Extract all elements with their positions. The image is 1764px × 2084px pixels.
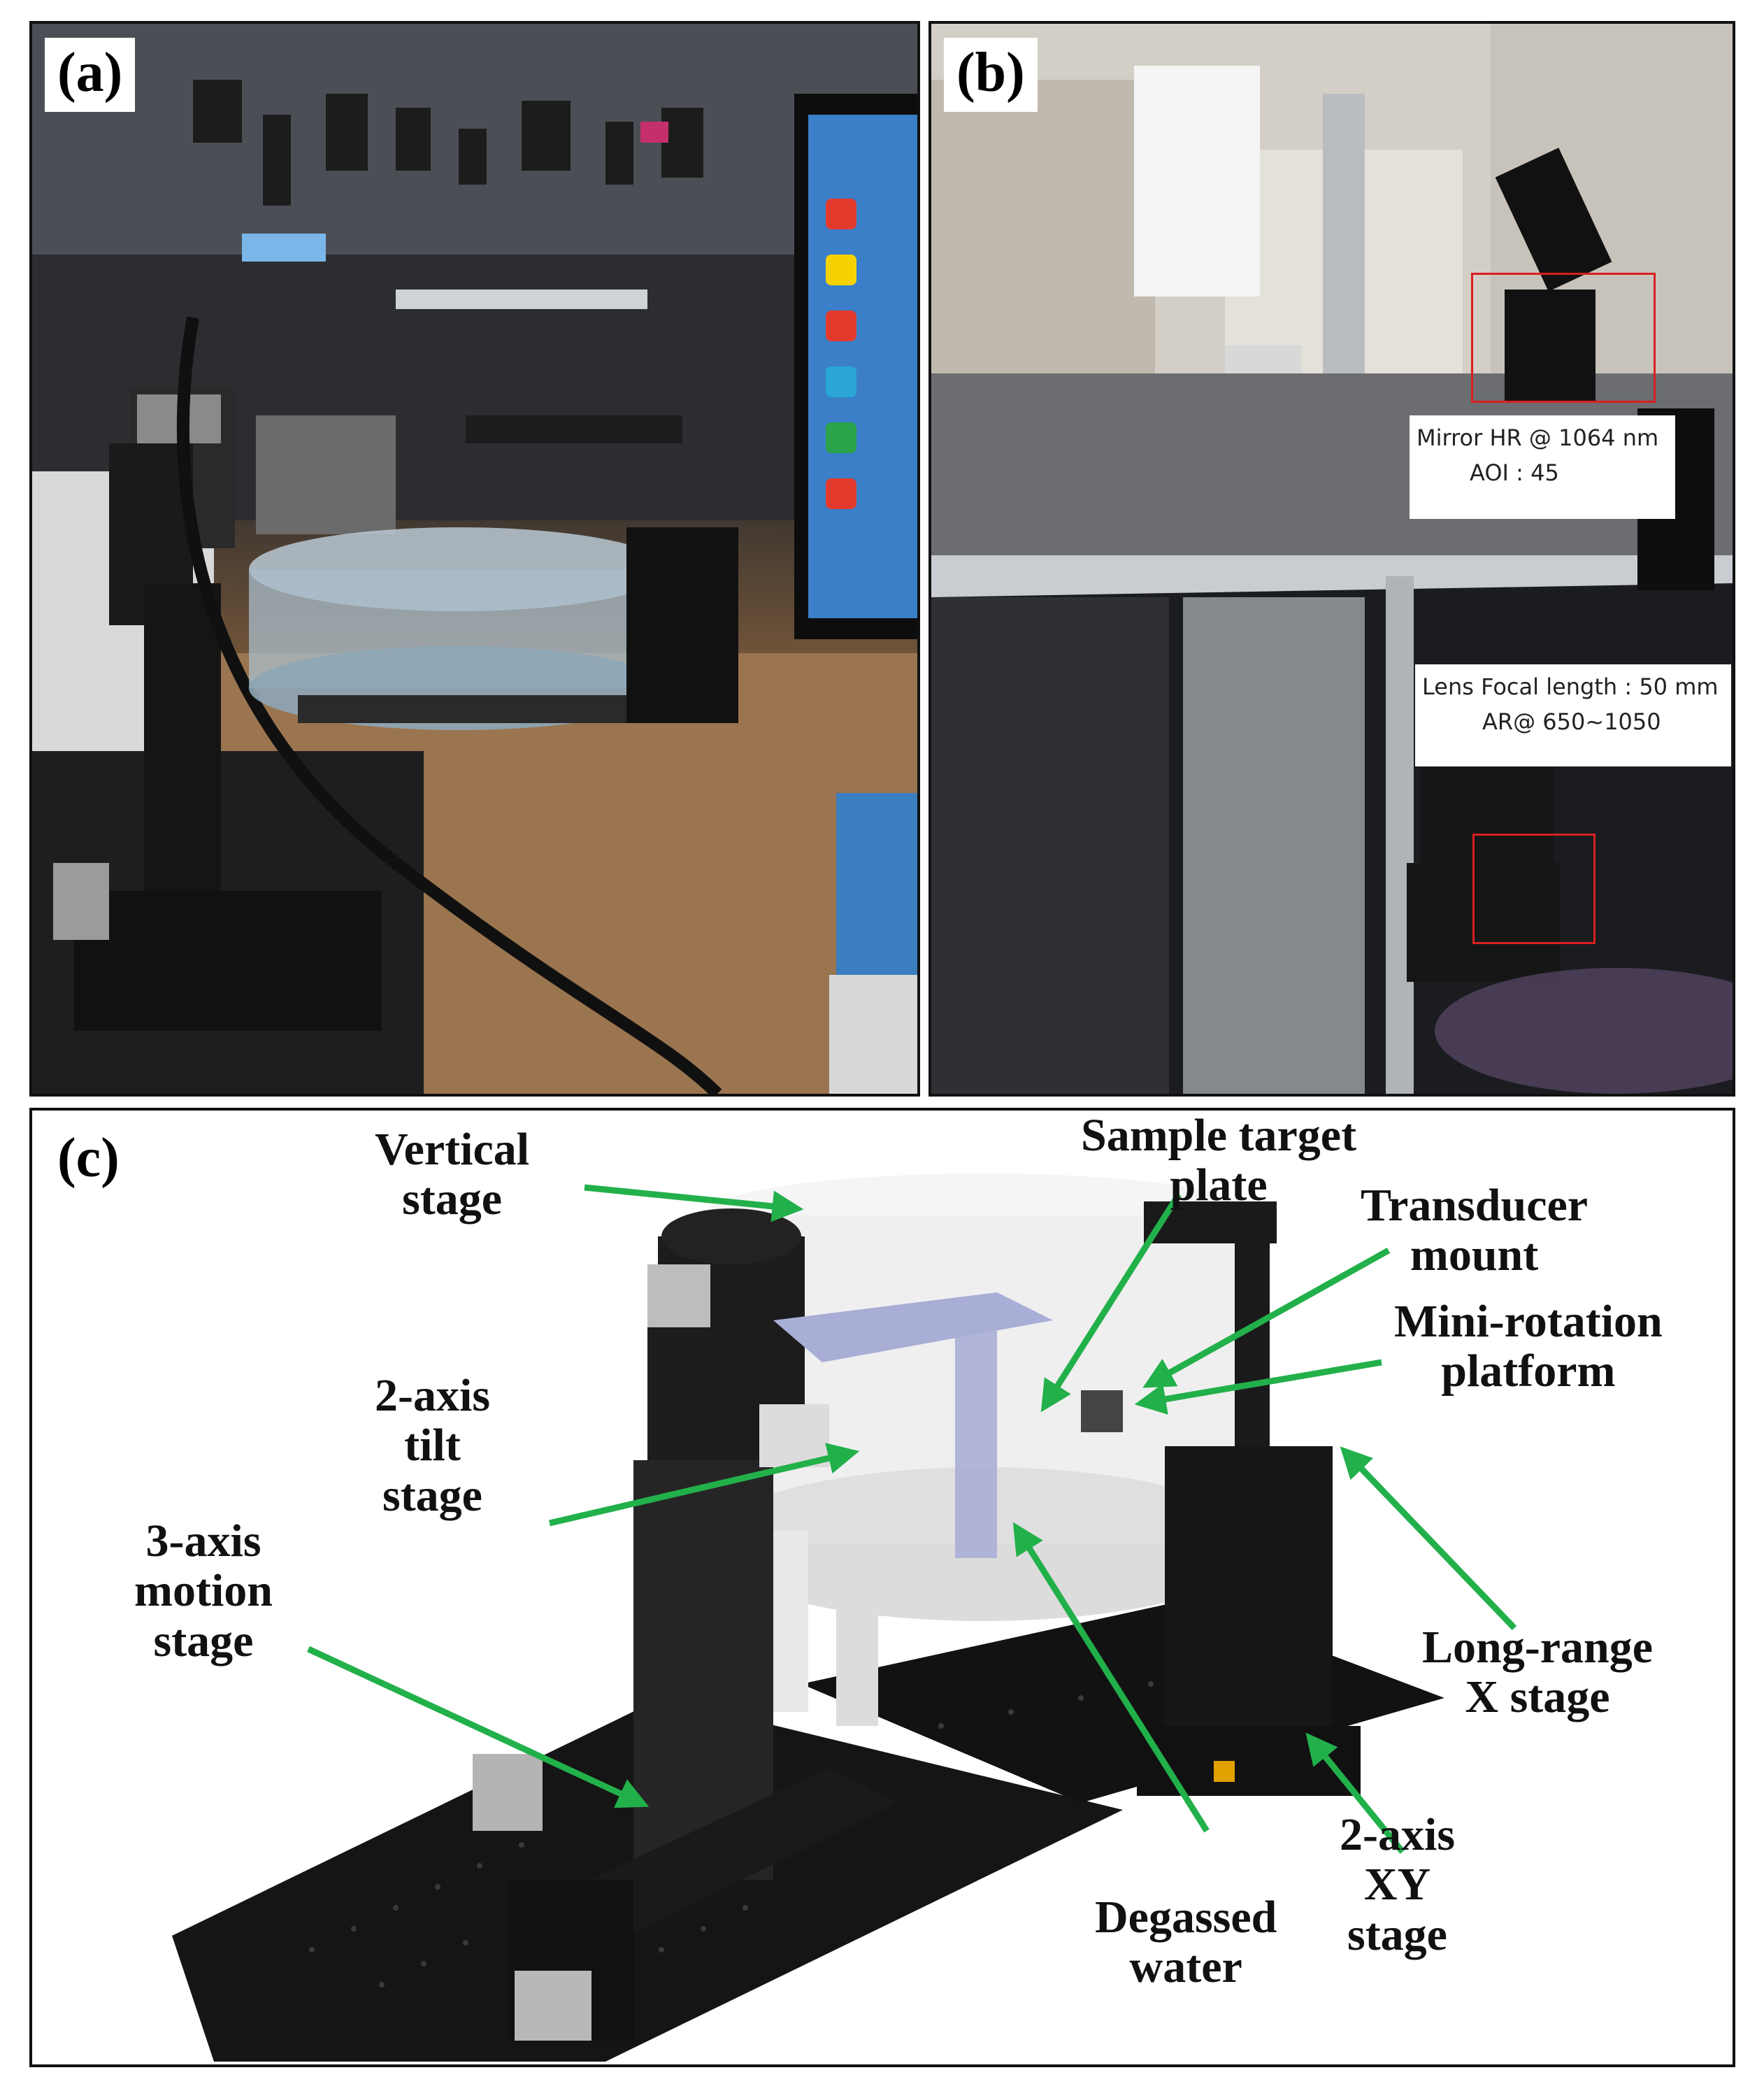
label-vertical-stage: Vertical stage xyxy=(375,1124,530,1225)
window xyxy=(931,80,1155,373)
transducer-frame xyxy=(1144,1201,1277,1243)
support-post-2 xyxy=(836,1544,878,1726)
panel-b-letter: (b) xyxy=(944,38,1038,112)
label-3-axis-motion-stage: 3-axis motion stage xyxy=(134,1515,273,1667)
mirror-callout-line1: Mirror HR @ 1064 nm xyxy=(1417,424,1659,451)
lens-callout-line1: Lens Focal length : 50 mm xyxy=(1422,673,1719,700)
panel-a-letter: (a) xyxy=(45,38,136,112)
motion-stage-base xyxy=(74,891,382,1031)
mirror-callout-line2: AOI : 45 xyxy=(1470,459,1559,486)
water-tank-rim xyxy=(703,1173,1263,1257)
arrow-xy-stage xyxy=(1305,1732,1405,1854)
breadboard-holes xyxy=(309,1667,1293,1987)
desktop-icons xyxy=(826,199,856,509)
arrow-mini-rotation-platform xyxy=(1134,1359,1382,1415)
label-long-range-x-stage: Long-range X stage xyxy=(1422,1622,1653,1723)
label-2-axis-tilt-stage: 2-axis tilt stage xyxy=(375,1370,490,1521)
arrow-motion-stage xyxy=(307,1646,650,1808)
panel-b-photo-illustration xyxy=(931,24,1733,1094)
optical-mounts xyxy=(193,80,703,206)
xy-stage xyxy=(626,527,738,723)
blue-controller xyxy=(242,234,326,262)
lens-callout-line2: AR@ 650~1050 xyxy=(1482,708,1661,735)
arrow-degassed-water xyxy=(1012,1522,1210,1833)
panel-c-schematic: (c) Vertical stage Sample target plate T… xyxy=(29,1108,1735,2067)
transducer-arm-top xyxy=(773,1292,1053,1362)
label-transducer-mount: Transducer mount xyxy=(1361,1180,1589,1281)
magenta-component xyxy=(640,122,668,143)
long-range-x-stage xyxy=(1165,1446,1333,1768)
support-post xyxy=(1386,576,1414,1094)
panel-a-photo: (a) xyxy=(29,21,920,1097)
aluminium-rail xyxy=(396,290,647,309)
panel-a-photo-illustration xyxy=(32,24,917,1094)
sample-block xyxy=(1225,345,1302,373)
mirror-highlight-box xyxy=(1471,273,1656,403)
tank-edge xyxy=(1435,968,1733,1094)
label-arrows xyxy=(307,1184,1517,1854)
panel-b-photo: (b) Mirror HR @ 1064 nm AOI : 45 Lens Fo… xyxy=(928,21,1735,1097)
arrow-vertical-stage xyxy=(584,1184,804,1222)
lens-highlight-box xyxy=(1472,834,1596,944)
support-post-1 xyxy=(773,1530,808,1712)
tank-platform xyxy=(298,695,689,723)
arrow-long-range-x-stage xyxy=(1340,1446,1517,1631)
panel-c-letter: (c) xyxy=(57,1127,120,1189)
vertical-stage-knob xyxy=(661,1208,801,1264)
label-mini-rotation-platform: Mini-rotation platform xyxy=(1394,1296,1663,1397)
monitor-screen xyxy=(808,115,917,618)
cable xyxy=(176,316,722,1094)
transducer-arm-post xyxy=(955,1313,997,1558)
tilt-stage-block xyxy=(759,1404,829,1467)
lens-callout: Lens Focal length : 50 mm AR@ 650~1050 xyxy=(1415,664,1731,766)
label-degassed-water: Degassed water xyxy=(1095,1892,1277,1993)
motion-stepper-motor-2 xyxy=(515,1971,591,2041)
base-stepper-motor xyxy=(53,863,109,940)
transducer-arm xyxy=(466,415,682,443)
arrow-transducer-mount xyxy=(1142,1248,1391,1388)
label-2-axis-xy-stage: 2-axis XY stage xyxy=(1340,1809,1455,1960)
mirror-callout: Mirror HR @ 1064 nm AOI : 45 xyxy=(1410,415,1675,519)
mini-rotation-platform xyxy=(1081,1390,1123,1432)
function-generator-panel xyxy=(829,975,917,1094)
arrow-tilt-stage xyxy=(548,1443,860,1527)
motion-stepper-motor-1 xyxy=(473,1754,543,1831)
black-panel xyxy=(931,597,1169,1094)
micrometer-knob xyxy=(1214,1761,1235,1782)
arrow-sample-target-plate xyxy=(1040,1192,1182,1413)
tilt-stage xyxy=(256,415,396,534)
lens-mount xyxy=(1407,737,1561,982)
paper-sheet xyxy=(1134,66,1260,297)
aluminium-plate xyxy=(931,555,1733,597)
mirror-mount xyxy=(1495,148,1612,401)
label-sample-target-plate: Sample target plate xyxy=(1081,1110,1357,1211)
cad-render xyxy=(172,1173,1444,2062)
rail-system xyxy=(1183,597,1365,1094)
